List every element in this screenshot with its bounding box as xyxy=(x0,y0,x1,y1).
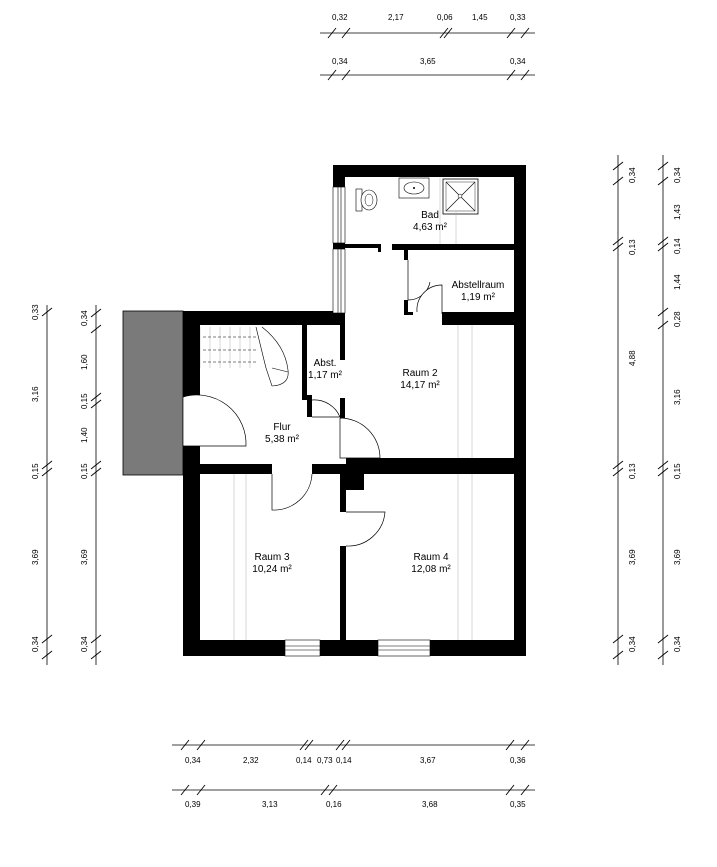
room-area-bad: 4,63 m² xyxy=(413,222,448,233)
roof-slope-lines xyxy=(233,325,473,640)
room-area-raum-3: 10,24 m² xyxy=(252,564,292,575)
dim-left-outer-0: 0,33 xyxy=(31,304,40,320)
room-name-bad: Bad xyxy=(421,210,439,221)
room-bad: Bad 4,63 m² xyxy=(413,210,448,233)
dim-bottom1-1: 2,32 xyxy=(243,756,259,765)
dim-right-inner-1: 0,13 xyxy=(628,239,637,255)
dim-left-outer-2: 0,15 xyxy=(31,463,40,479)
dim-left-inner-5: 3,69 xyxy=(80,549,89,565)
bottom-dimension-chain-2: 0,39 3,13 0,16 3,68 0,35 xyxy=(172,784,535,809)
right-dimension-chain-outer: 0,34 1,43 0,14 1,44 0,28 3,16 0,15 3,69 … xyxy=(657,155,682,665)
room-area-raum-2: 14,17 m² xyxy=(400,380,440,391)
room-name-raum-2: Raum 2 xyxy=(402,368,437,379)
room-raum-2: Raum 2 14,17 m² xyxy=(400,368,440,391)
dim-bottom1-3: 0,73 xyxy=(317,756,333,765)
balcony xyxy=(122,310,184,476)
dim-bottom2-0: 0,39 xyxy=(185,800,201,809)
room-area-flur: 5,38 m² xyxy=(265,434,300,445)
dim-bottom1-2: 0,14 xyxy=(296,756,312,765)
dim-right-inner-5: 0,34 xyxy=(628,636,637,652)
windows xyxy=(284,186,431,657)
dim-bottom2-3: 3,68 xyxy=(422,800,438,809)
left-dimension-chain-inner: 0,34 1,60 0,15 1,40 0,15 3,69 0,34 xyxy=(80,305,102,665)
doors xyxy=(182,260,443,547)
dim-top2-0: 0,34 xyxy=(332,57,348,66)
room-name-abst: Abst. xyxy=(314,358,337,369)
room-raum-3: Raum 3 10,24 m² xyxy=(252,552,292,575)
dim-right-outer-3: 1,44 xyxy=(673,274,682,290)
dim-right-inner-3: 0,13 xyxy=(628,463,637,479)
room-name-flur: Flur xyxy=(273,422,291,433)
dim-bottom1-4: 0,14 xyxy=(336,756,352,765)
dim-top1-2: 0,06 xyxy=(437,13,453,22)
dim-right-inner-2: 4,88 xyxy=(628,350,637,366)
room-abst: Abst. 1,17 m² xyxy=(308,358,343,381)
left-dimension-chain-outer: 0,33 3,16 0,15 3,69 0,34 xyxy=(31,304,53,665)
room-flur: Flur 5,38 m² xyxy=(265,422,300,445)
dim-left-outer-1: 3,16 xyxy=(31,386,40,402)
dim-right-outer-1: 1,43 xyxy=(673,204,682,220)
dim-top1-0: 0,32 xyxy=(332,13,348,22)
room-name-raum-4: Raum 4 xyxy=(413,552,448,563)
dim-right-inner-4: 3,69 xyxy=(628,549,637,565)
dim-left-inner-4: 0,15 xyxy=(80,463,89,479)
dim-left-inner-3: 1,40 xyxy=(80,427,89,443)
dim-bottom1-0: 0,34 xyxy=(185,756,201,765)
dim-left-inner-1: 1,60 xyxy=(80,354,89,370)
bathroom-fixtures xyxy=(355,177,479,245)
dim-top2-1: 3,65 xyxy=(420,57,436,66)
dim-bottom1-5: 3,67 xyxy=(420,756,436,765)
dim-top1-3: 1,45 xyxy=(472,13,488,22)
staircase xyxy=(199,326,289,387)
dim-right-outer-5: 3,16 xyxy=(673,389,682,405)
dim-right-outer-0: 0,34 xyxy=(673,167,682,183)
walls xyxy=(183,165,526,656)
dim-right-outer-8: 0,34 xyxy=(673,636,682,652)
room-name-abstellraum: Abstellraum xyxy=(452,280,505,291)
dim-right-outer-2: 0,14 xyxy=(673,238,682,254)
room-raum-4: Raum 4 12,08 m² xyxy=(411,552,451,575)
dim-top1-1: 2,17 xyxy=(388,13,404,22)
room-name-raum-3: Raum 3 xyxy=(254,552,289,563)
dim-right-outer-4: 0,28 xyxy=(673,311,682,327)
top-dimension-chain-2: 0,34 3,65 0,34 xyxy=(320,57,535,81)
dim-right-outer-7: 3,69 xyxy=(673,549,682,565)
room-area-raum-4: 12,08 m² xyxy=(411,564,451,575)
dim-bottom2-4: 0,35 xyxy=(510,800,526,809)
dim-right-outer-6: 0,15 xyxy=(673,463,682,479)
dim-right-inner-0: 0,34 xyxy=(628,167,637,183)
dim-left-inner-6: 0,34 xyxy=(80,636,89,652)
top-dimension-chain-1: 0,32 2,17 0,06 1,45 0,33 xyxy=(320,13,535,39)
room-area-abstellraum: 1,19 m² xyxy=(461,292,496,303)
dim-bottom1-6: 0,36 xyxy=(510,756,526,765)
dim-top1-4: 0,33 xyxy=(510,13,526,22)
dim-left-inner-0: 0,34 xyxy=(80,310,89,326)
dim-left-inner-2: 0,15 xyxy=(80,393,89,409)
dim-left-outer-3: 3,69 xyxy=(31,549,40,565)
dim-bottom2-2: 0,16 xyxy=(326,800,342,809)
dim-top2-2: 0,34 xyxy=(510,57,526,66)
bottom-dimension-chain-1: 0,34 2,32 0,14 0,73 0,14 3,67 0,36 xyxy=(172,739,535,765)
room-area-abst: 1,17 m² xyxy=(308,370,343,381)
dim-bottom2-1: 3,13 xyxy=(262,800,278,809)
room-abstellraum: Abstellraum 1,19 m² xyxy=(452,280,505,303)
dim-left-outer-4: 0,34 xyxy=(31,636,40,652)
right-dimension-chain-inner: 0,34 0,13 4,88 0,13 3,69 0,34 xyxy=(612,155,637,665)
